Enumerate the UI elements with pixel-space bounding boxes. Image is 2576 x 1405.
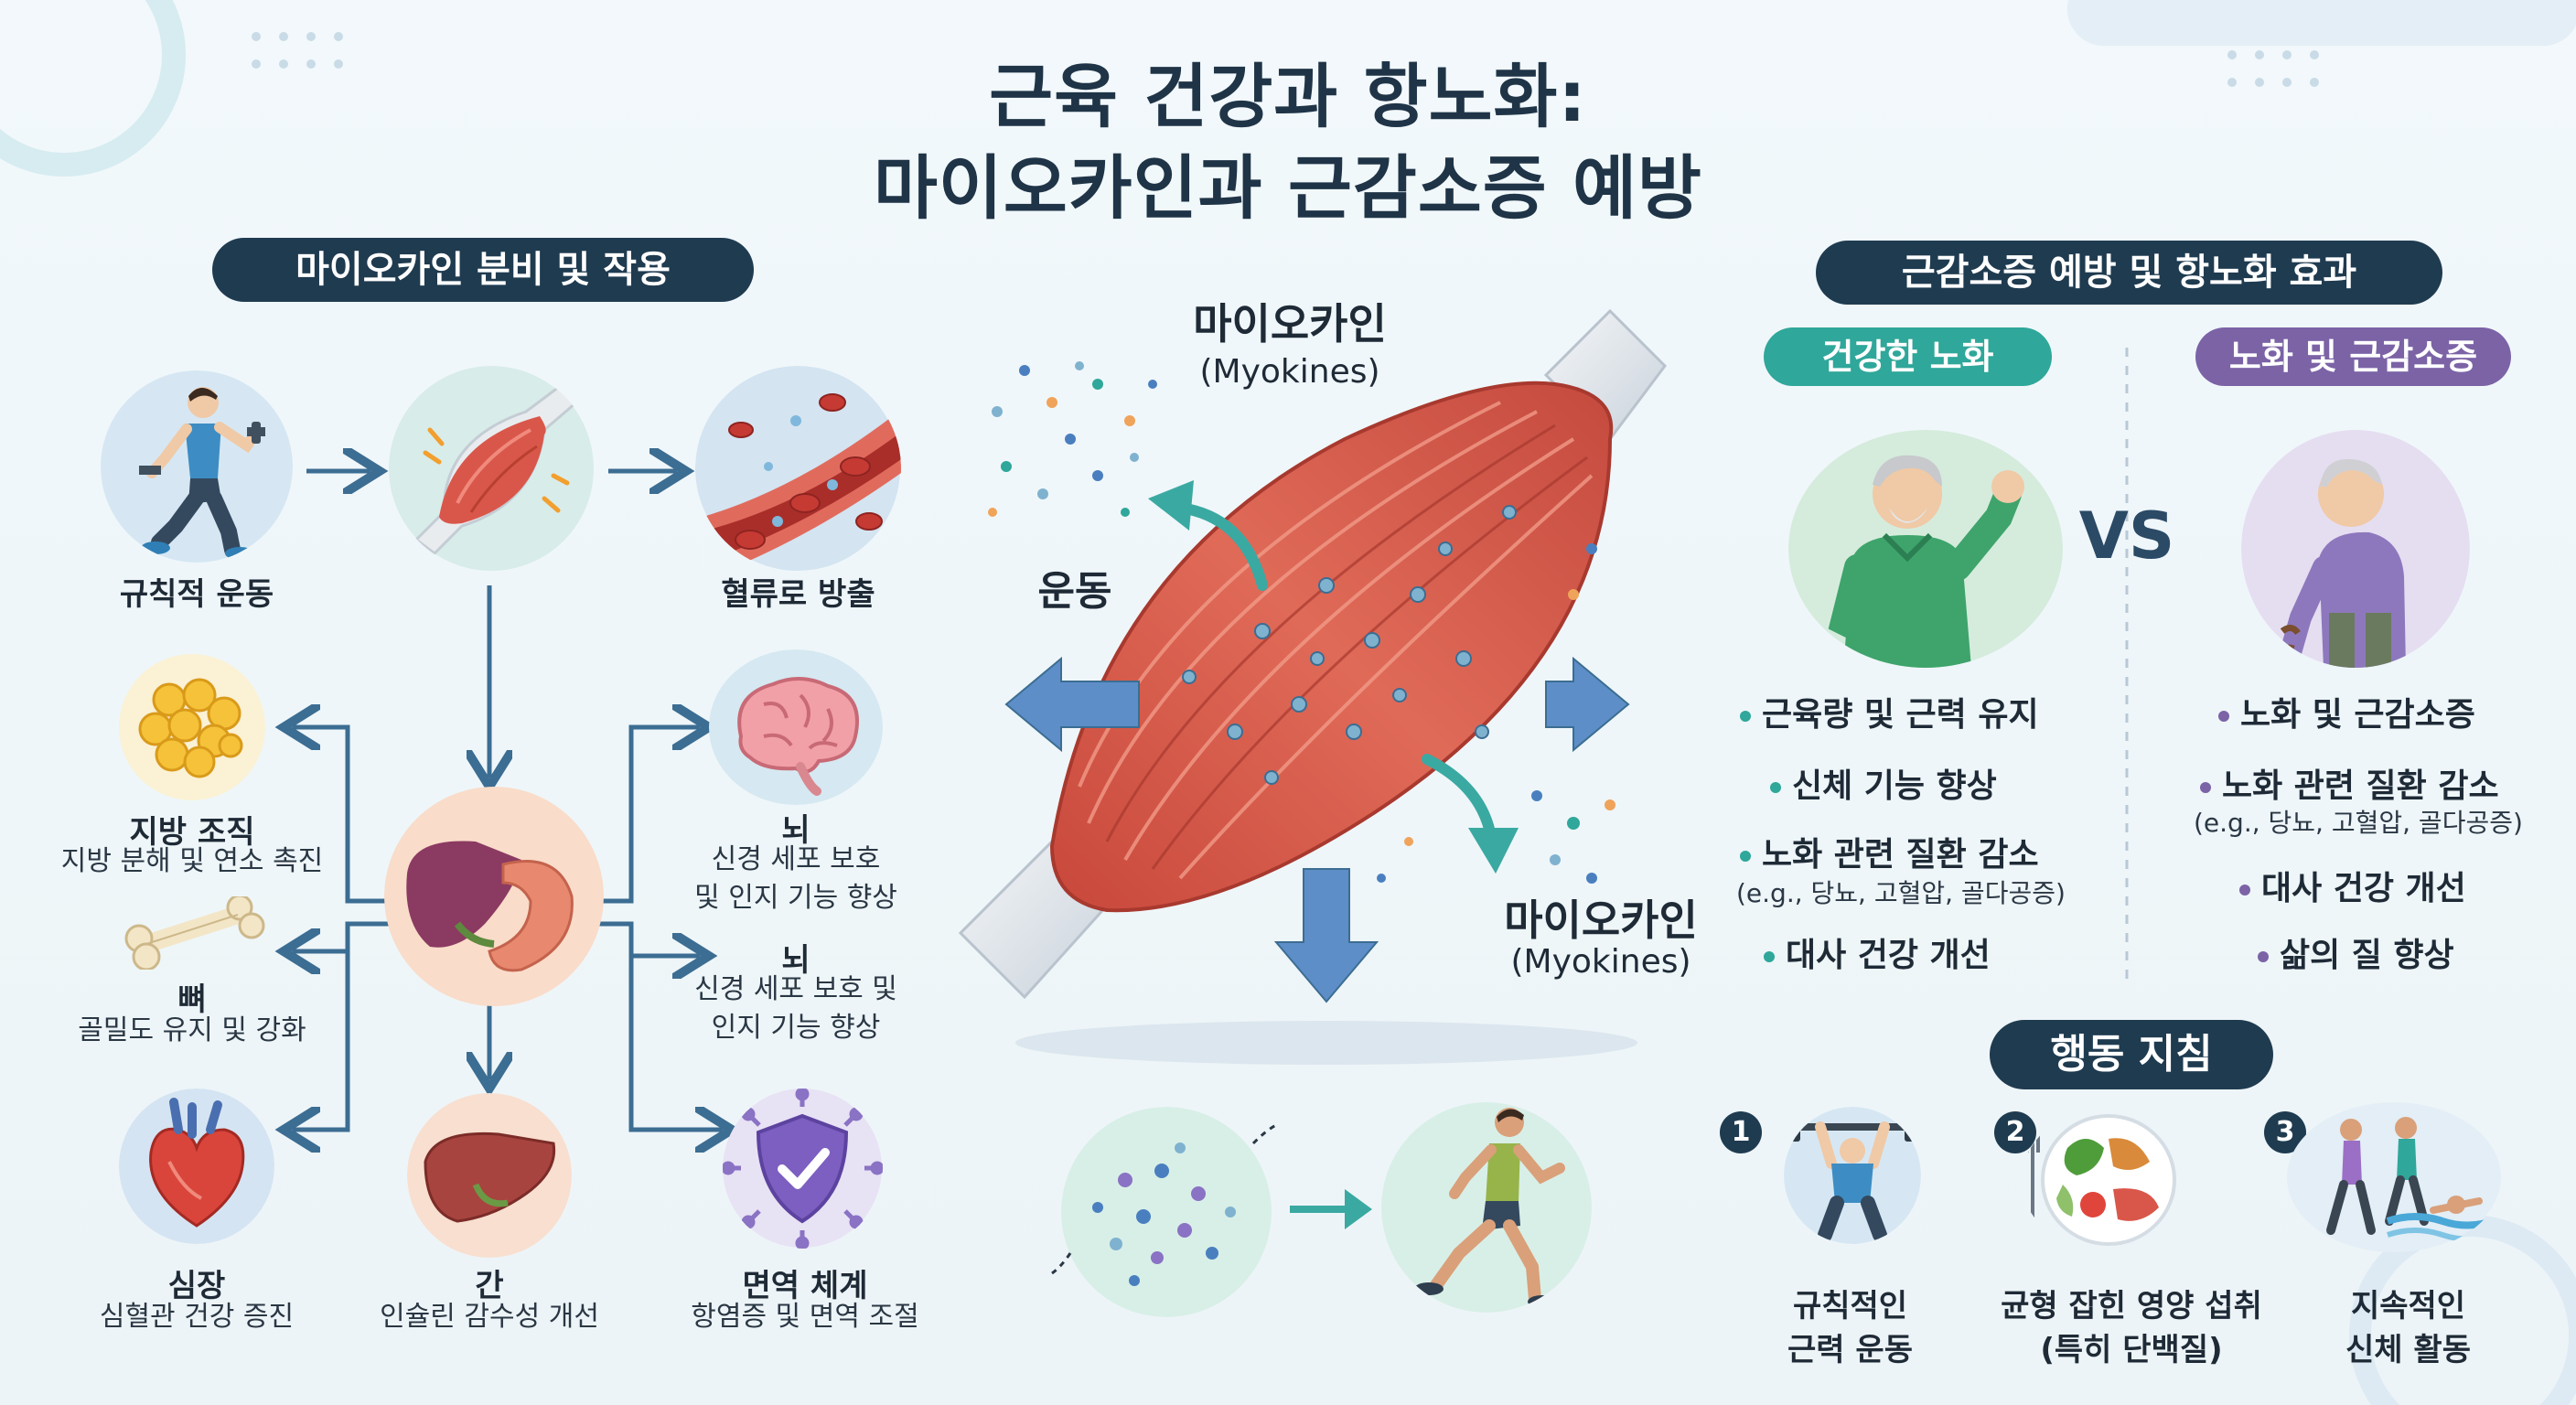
blood-release-label: 혈류로 방출: [721, 576, 875, 613]
guide-3-line1: 지속적인: [2350, 1288, 2466, 1325]
liver-desc: 인슐린 감수성 개선: [380, 1301, 599, 1333]
aging-bullet-4: 삶의 질 향상: [2258, 928, 2454, 976]
healthy-elder-illustration: [1788, 430, 2063, 668]
brain-desc-2b: 인지 기능 향상: [711, 1012, 881, 1044]
brain-label-1: 뇌: [781, 812, 810, 849]
bone-icon: [124, 896, 265, 970]
physical-activity-illustration: [2287, 1102, 2502, 1253]
balanced-meal-illustration: [2022, 1111, 2177, 1249]
healthy-bullet-2: 신체 기능 향상: [1770, 759, 1997, 807]
healthy-bullet-4: 대사 건강 개선: [1764, 928, 1991, 976]
brain-desc-1b: 및 인지 기능 향상: [694, 882, 897, 914]
guide-2-line2: (특히 단백질): [2040, 1332, 2223, 1368]
immune-illustration: [723, 1089, 883, 1249]
fat-tissue-label: 지방 조직: [129, 814, 255, 851]
brain-desc-2a: 신경 세포 보호 및: [694, 973, 897, 1005]
healthy-bullet-3: 노화 관련 질환 감소: [1740, 828, 2039, 875]
myokine-top-label: 마이오카인: [1193, 299, 1387, 349]
guide-num-2: 2: [1994, 1111, 2036, 1153]
left-section-heading: 마이오카인 분비 및 작용: [212, 238, 754, 302]
healthy-note: (e.g., 당뇨, 고혈압, 골다공증): [1736, 878, 2066, 908]
strength-training-illustration: [1784, 1107, 1921, 1244]
bone-desc: 골밀도 유지 및 강화: [78, 1014, 306, 1046]
myokine-bottom-label: 마이오카인: [1504, 896, 1698, 945]
runner-illustration: [1381, 1102, 1592, 1313]
heart-desc: 심혈관 건강 증진: [99, 1301, 295, 1333]
fat-tissue-illustration: [119, 654, 265, 800]
blood-vessel-illustration: [695, 366, 901, 572]
aging-bullet-3: 대사 건강 개선: [2239, 862, 2466, 909]
aging-bullet-1: 노화 및 근감소증: [2218, 688, 2475, 735]
guide-2-line1: 균형 잡힌 영양 섭취: [2001, 1288, 2262, 1325]
right-section-heading: 근감소증 예방 및 항노화 효과: [1816, 241, 2442, 305]
brain-illustration: [709, 649, 883, 805]
muscle-small-illustration: [389, 366, 595, 572]
bone-label: 뼈: [177, 981, 207, 1018]
immune-label: 면역 체계: [742, 1268, 868, 1304]
guide-3-line2: 신체 활동: [2345, 1332, 2471, 1368]
heart-illustration: [119, 1089, 274, 1244]
myokine-top-en: (Myokines): [1199, 353, 1380, 391]
myokine-bottom-en: (Myokines): [1510, 943, 1691, 981]
guide-1-line2: 근력 운동: [1787, 1332, 1913, 1368]
aging-bullet-2: 노화 관련 질환 감소: [2200, 759, 2499, 807]
immune-desc: 항염증 및 면역 조절: [691, 1301, 919, 1333]
brain-label-2: 뇌: [781, 942, 810, 979]
brain-desc-1a: 신경 세포 보호: [711, 843, 881, 875]
aging-note: (e.g., 당뇨, 고혈압, 골다공증): [2194, 808, 2523, 838]
healthy-bullet-1: 근육량 및 근력 유지: [1740, 688, 2039, 735]
healthy-aging-pill: 건강한 노화: [1764, 327, 2052, 386]
page-title-line1: 근육 건강과 항노화:: [989, 56, 1587, 137]
page-title-line2: 마이오카인과 근감소증 예방: [874, 147, 1702, 229]
exercise-label: 규칙적 운동: [119, 576, 274, 613]
organs-illustration: [384, 787, 604, 1006]
fat-tissue-desc: 지방 분해 및 연소 촉진: [60, 845, 324, 877]
aging-elder-illustration: [2241, 430, 2470, 668]
aging-sarcopenia-pill: 노화 및 근감소증: [2195, 327, 2511, 386]
exercise-illustration: [101, 370, 293, 563]
center-exercise-label: 운동: [1037, 568, 1112, 615]
guide-num-1: 1: [1720, 1111, 1762, 1153]
heart-label: 심장: [167, 1268, 226, 1304]
liver-illustration: [407, 1093, 572, 1258]
guide-1-line1: 규칙적인: [1792, 1288, 1908, 1325]
myokine-particles-illustration: [1061, 1107, 1272, 1317]
guide-heading: 행동 지침: [1990, 1020, 2273, 1089]
vs-label: VS: [2078, 499, 2175, 574]
liver-label: 간: [475, 1268, 504, 1304]
